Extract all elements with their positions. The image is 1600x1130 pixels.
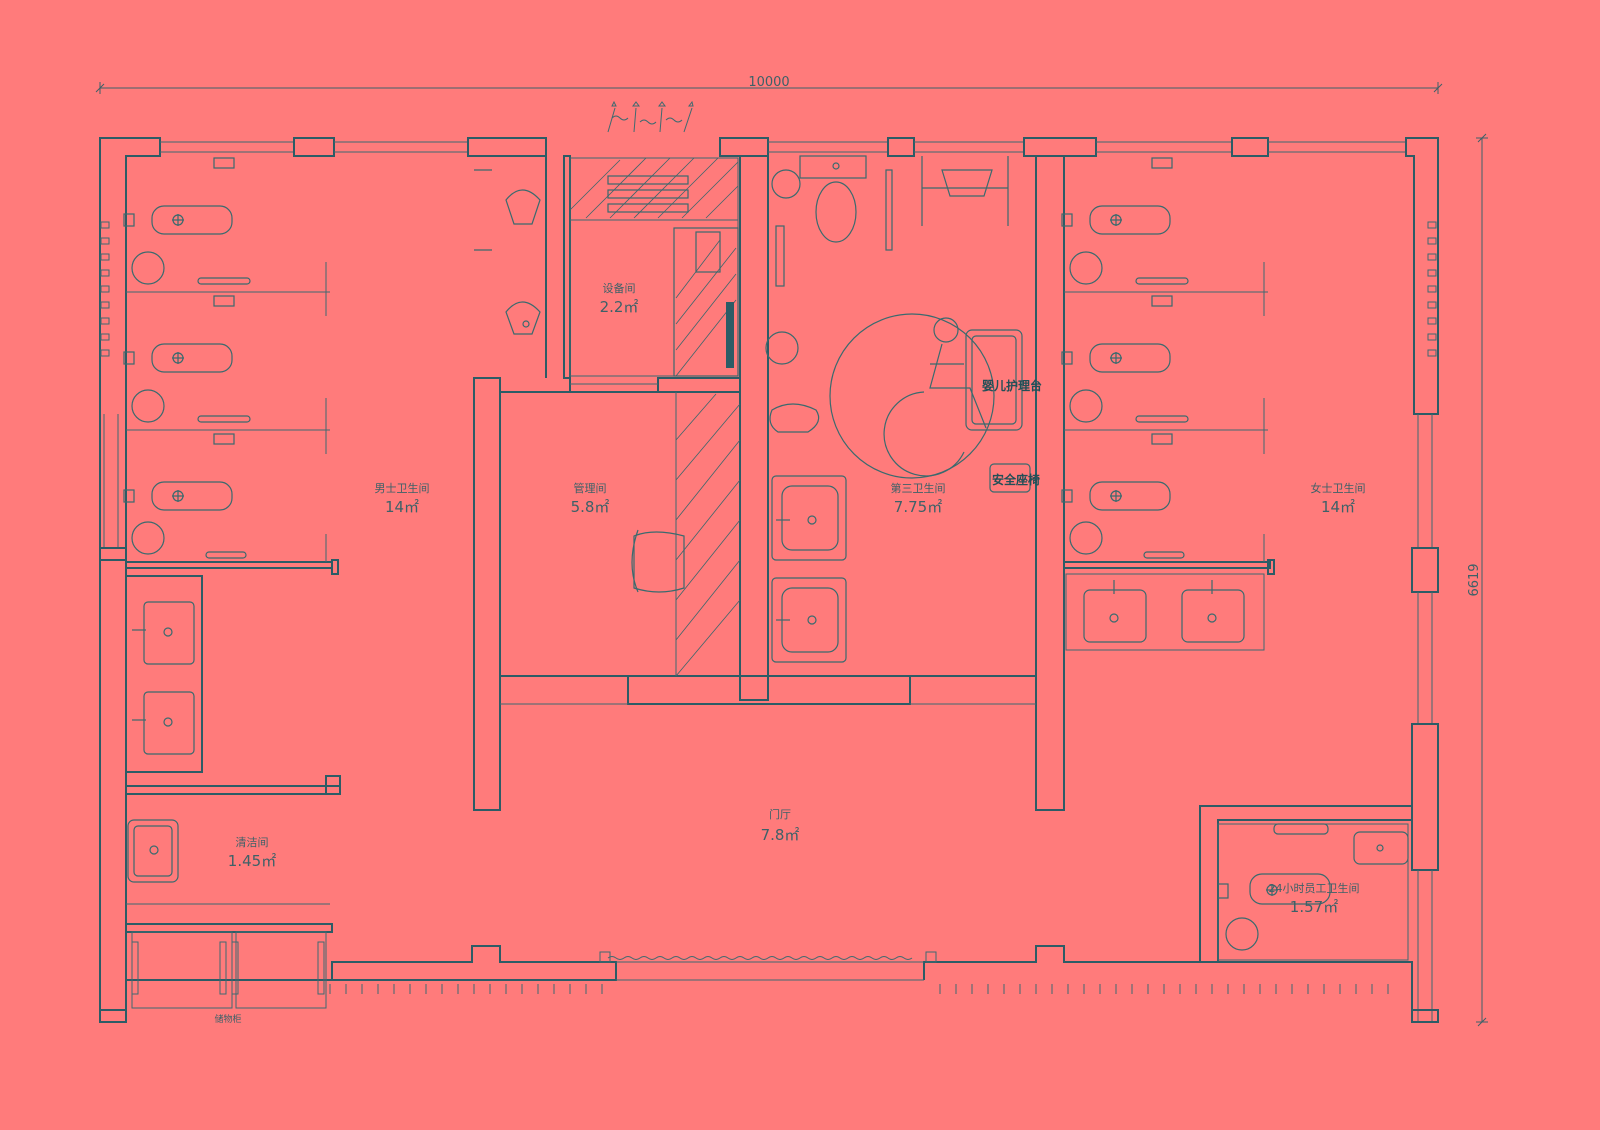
- womens-sinks: [1083, 580, 1245, 643]
- mop-room-name: 清洁间: [236, 836, 269, 849]
- baby-changing-label: 婴儿护理台: [982, 378, 1042, 393]
- mens-toilet-area: 14㎡: [385, 498, 419, 516]
- mens-toilet-name: 男士卫生间: [375, 481, 430, 495]
- mens-sinks: [132, 601, 195, 755]
- vent-arrows-icon: [607, 100, 694, 133]
- dimension-lines: 10000 6619: [95, 75, 1488, 1027]
- management-furniture: [631, 392, 741, 677]
- womens-stalls: [1061, 157, 1268, 562]
- width-dimension: 10000: [748, 75, 789, 90]
- storage-name: 储物柜: [214, 1013, 241, 1025]
- facade-fins: [329, 984, 1389, 994]
- womens-toilet-name: 女士卫生间: [1311, 481, 1366, 495]
- wheelchair-icon: [883, 317, 987, 477]
- womens-toilet-area: 14㎡: [1321, 498, 1355, 516]
- accessible-toilet-fixtures: [765, 155, 1031, 663]
- management-room-area: 5.8㎡: [571, 498, 610, 516]
- mop-sink: [127, 819, 179, 883]
- mop-room-area: 1.45㎡: [228, 852, 276, 870]
- lobby-name: 门厅: [769, 807, 791, 821]
- lobby-area: 7.8㎡: [761, 826, 800, 844]
- safety-seat-label: 安全座椅: [992, 472, 1040, 487]
- staff-toilet-fixtures: [1217, 823, 1409, 951]
- equipment-room-name: 设备间: [603, 281, 636, 295]
- third-toilet-name: 第三卫生间: [891, 481, 946, 495]
- exterior-walls: [99, 137, 1439, 1023]
- room-labels: 男士卫生间 14㎡ 设备间 2.2㎡ 管理间 5.8㎡ 第三卫生间 7.75㎡ …: [214, 281, 1365, 1025]
- third-toilet-area: 7.75㎡: [894, 498, 942, 516]
- equipment-room-area: 2.2㎡: [600, 298, 639, 316]
- height-dimension: 6619: [1467, 563, 1482, 596]
- equipment-hatch: [569, 157, 739, 377]
- staff-toilet-name: 24小时员工卫生间: [1269, 881, 1360, 895]
- mens-stalls: [123, 157, 541, 562]
- management-room-name: 管理间: [574, 481, 607, 495]
- interior-walls: [125, 155, 1413, 1009]
- staff-toilet-area: 1.57㎡: [1290, 898, 1338, 916]
